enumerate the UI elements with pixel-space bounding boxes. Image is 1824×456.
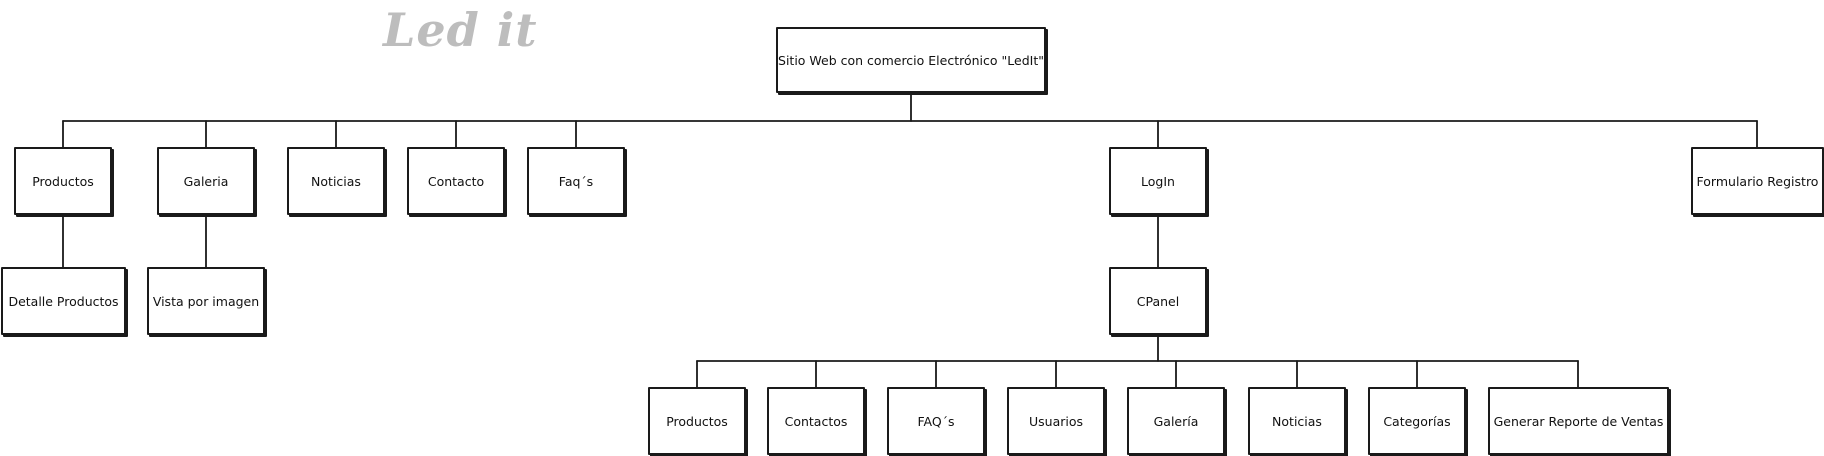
node-productos: Productos <box>14 147 112 215</box>
node-faqs: Faq´s <box>527 147 625 215</box>
ledit-logo: Led it <box>383 3 538 57</box>
cpanel-node-galeria: Galería <box>1127 387 1225 455</box>
node-noticias: Noticias <box>287 147 385 215</box>
node-galeria: Galeria <box>157 147 255 215</box>
cpanel-node-usuarios: Usuarios <box>1007 387 1105 455</box>
cpanel-node-categorias: Categorías <box>1368 387 1466 455</box>
node-formulario-registro: Formulario Registro <box>1691 147 1824 215</box>
cpanel-node-generar-reporte: Generar Reporte de Ventas <box>1488 387 1669 455</box>
cpanel-node-faqs: FAQ´s <box>887 387 985 455</box>
node-login: LogIn <box>1109 147 1207 215</box>
node-vista-por-imagen: Vista por imagen <box>147 267 265 335</box>
cpanel-node-noticias: Noticias <box>1248 387 1346 455</box>
cpanel-node-productos: Productos <box>648 387 746 455</box>
cpanel-node-contactos: Contactos <box>767 387 865 455</box>
node-cpanel: CPanel <box>1109 267 1207 335</box>
node-contacto: Contacto <box>407 147 505 215</box>
root-node: Sitio Web con comercio Electrónico "LedI… <box>776 27 1046 93</box>
node-detalle-productos: Detalle Productos <box>1 267 126 335</box>
